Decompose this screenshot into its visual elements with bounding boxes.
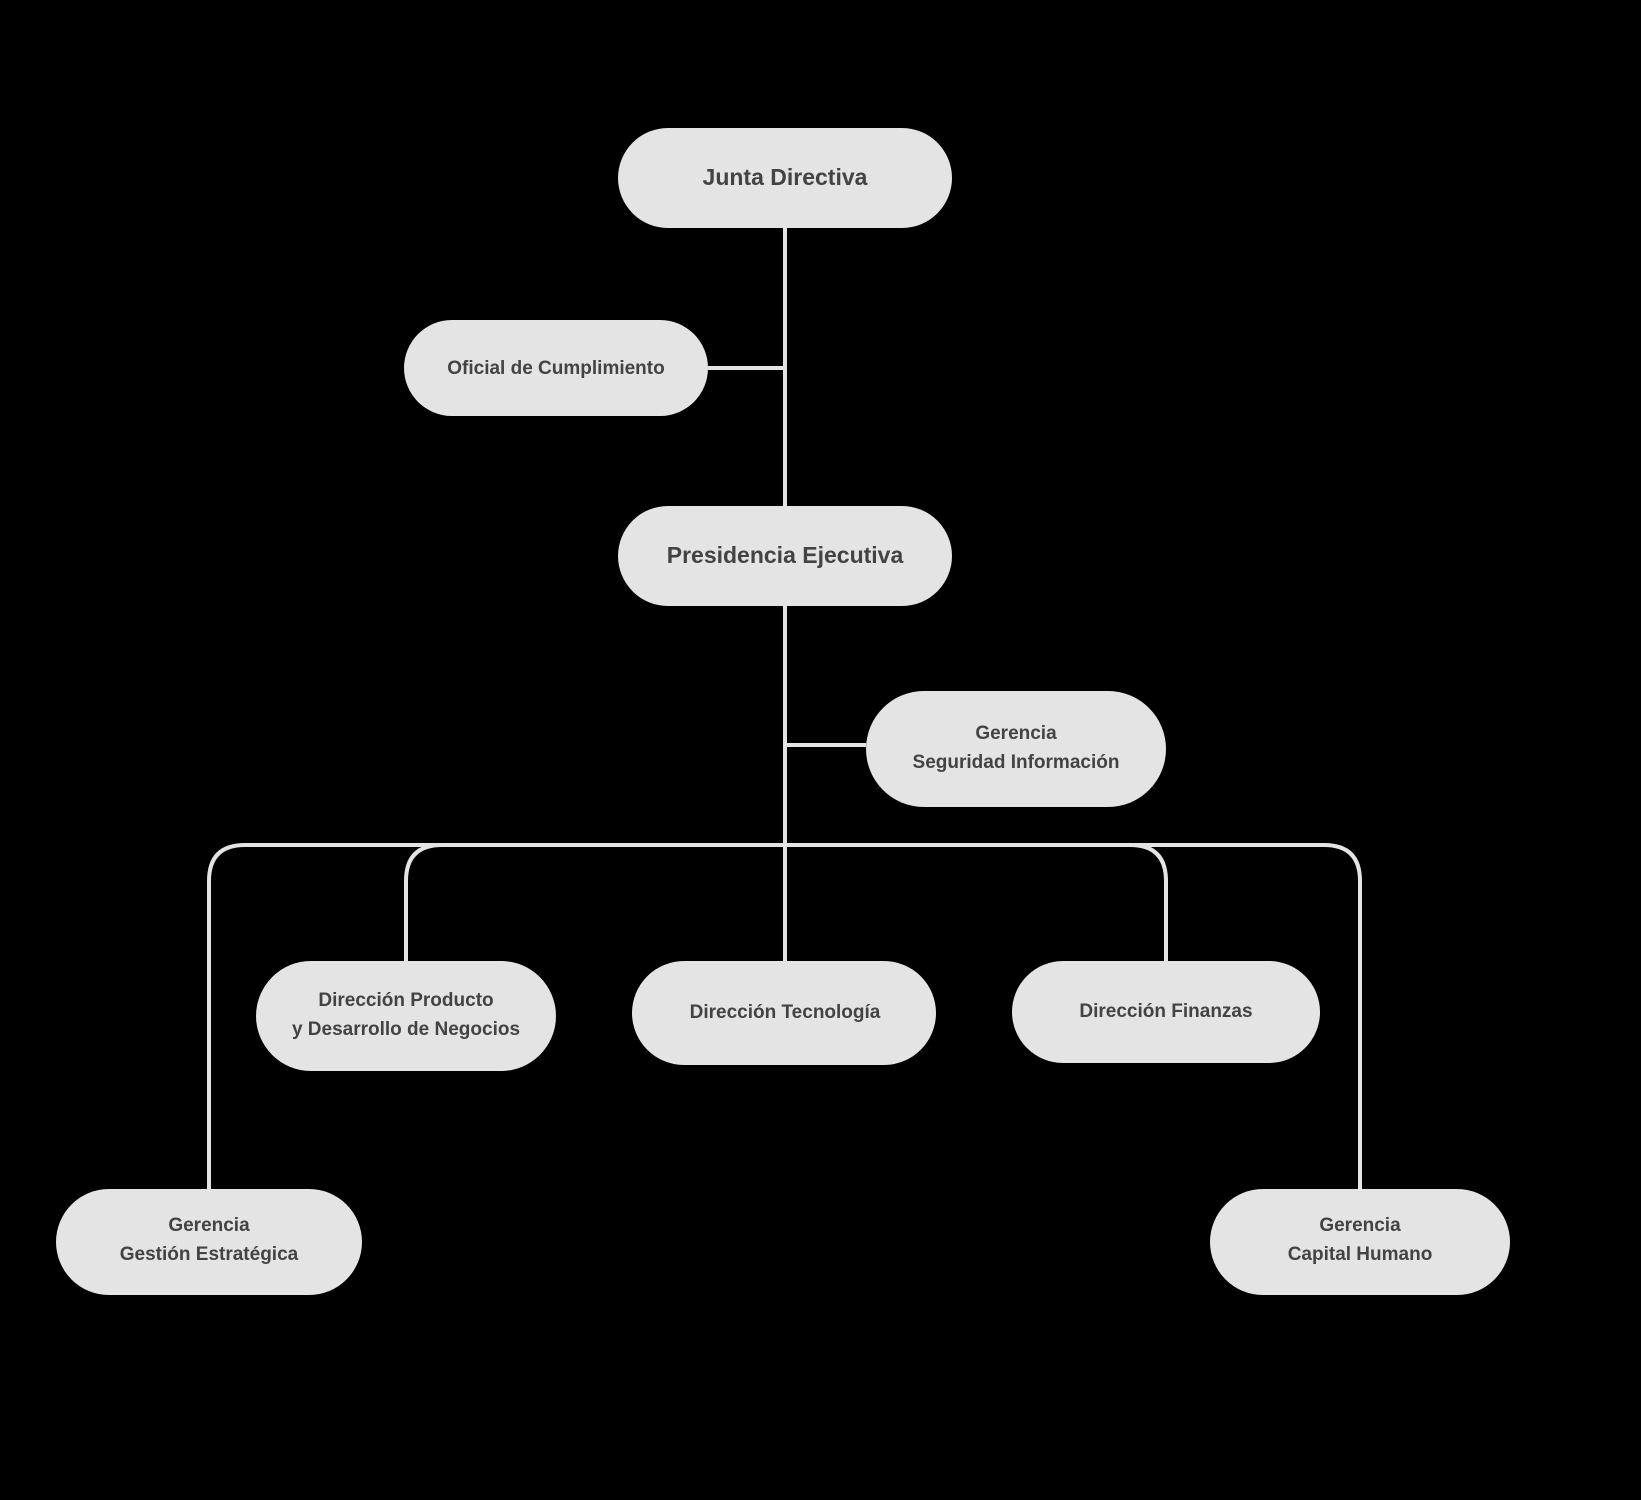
edge-presidencia-to-gestion-estrategica	[207, 843, 785, 1189]
node-gerencia-gestion-estrategica[interactable]: Gerencia Gestión Estratégica	[56, 1189, 362, 1295]
node-direccion-producto-desarrollo-negocios[interactable]: Dirección Producto y Desarrollo de Negoc…	[256, 961, 556, 1071]
node-oficial-de-cumplimiento[interactable]: Oficial de Cumplimiento	[404, 320, 708, 416]
node-direccion-finanzas-shape[interactable]	[1012, 961, 1320, 1063]
node-presidencia-ejecutiva[interactable]: Presidencia Ejecutiva	[618, 506, 952, 606]
node-gerencia-capital-humano-label-line2: Capital Humano	[1288, 1244, 1433, 1265]
node-direccion-tecnologia[interactable]: Dirección Tecnología	[632, 961, 936, 1065]
node-junta-directiva[interactable]: Junta Directiva	[618, 128, 952, 228]
node-direccion-finanzas[interactable]: Dirección Finanzas	[1012, 961, 1320, 1063]
node-direccion-tecnologia-label: Dirección Tecnología	[690, 1002, 881, 1023]
node-gerencia-capital-humano[interactable]: Gerencia Capital Humano	[1210, 1189, 1510, 1295]
node-oficial-de-cumplimiento-label: Oficial de Cumplimiento	[447, 358, 664, 379]
node-gerencia-capital-humano-shape[interactable]	[1210, 1189, 1510, 1295]
node-gerencia-seguridad-informacion-label-line2: Seguridad Información	[913, 752, 1120, 773]
node-direccion-producto-desarrollo-negocios-label-line1: Dirección Producto	[318, 990, 493, 1011]
node-gerencia-gestion-estrategica-label-line1: Gerencia	[168, 1215, 250, 1236]
edge-presidencia-to-capital-humano	[785, 843, 1362, 1189]
node-presidencia-ejecutiva-shape[interactable]	[618, 506, 952, 606]
edge-presidencia-to-finanzas	[785, 843, 1168, 961]
edge-presidencia-to-producto	[404, 843, 785, 961]
node-direccion-producto-desarrollo-negocios-label-line2: y Desarrollo de Negocios	[292, 1019, 520, 1040]
connectors-group	[207, 228, 1362, 1189]
node-direccion-producto-desarrollo-negocios-shape[interactable]	[256, 961, 556, 1071]
node-gerencia-seguridad-informacion-label-line1: Gerencia	[975, 723, 1057, 744]
node-direccion-tecnologia-shape[interactable]	[632, 961, 936, 1065]
node-gerencia-seguridad-informacion-shape[interactable]	[866, 691, 1166, 807]
node-junta-directiva-shape[interactable]	[618, 128, 952, 228]
node-gerencia-gestion-estrategica-shape[interactable]	[56, 1189, 362, 1295]
node-gerencia-gestion-estrategica-label-line2: Gestión Estratégica	[120, 1244, 299, 1265]
node-direccion-finanzas-label: Dirección Finanzas	[1079, 1001, 1252, 1022]
node-presidencia-ejecutiva-label: Presidencia Ejecutiva	[667, 542, 904, 568]
node-oficial-de-cumplimiento-shape[interactable]	[404, 320, 708, 416]
node-junta-directiva-label: Junta Directiva	[703, 164, 868, 190]
nodes-group: Junta Directiva Oficial de Cumplimiento …	[56, 128, 1510, 1295]
node-gerencia-seguridad-informacion[interactable]: Gerencia Seguridad Información	[866, 691, 1166, 807]
node-gerencia-capital-humano-label-line1: Gerencia	[1319, 1215, 1401, 1236]
